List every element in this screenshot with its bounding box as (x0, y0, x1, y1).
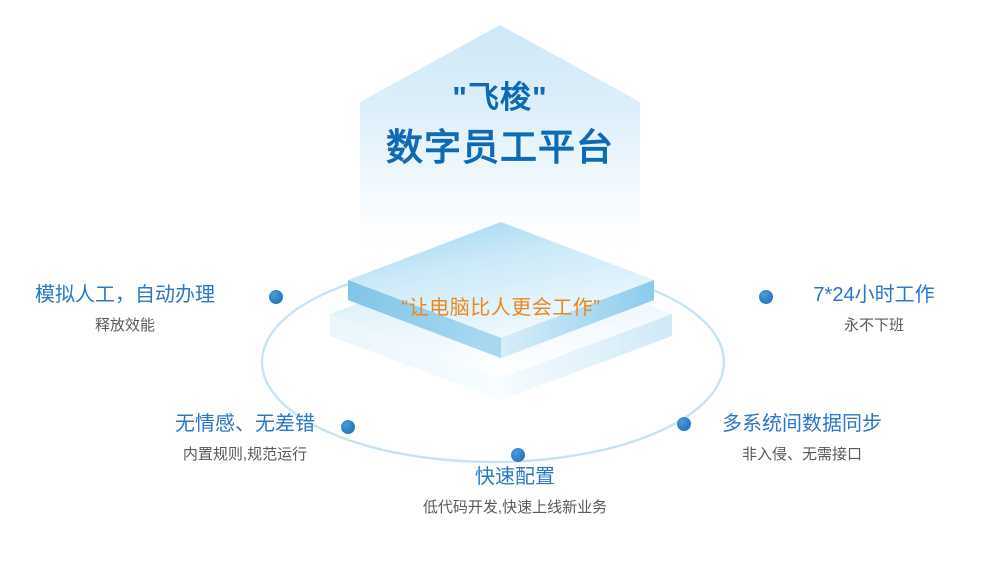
ring-dot-lower-left[interactable] (341, 420, 355, 434)
node-no-emotion-no-error[interactable]: 无情感、无差错 内置规则,规范运行 (120, 412, 370, 465)
node-simulate-manual[interactable]: 模拟人工，自动办理 释放效能 (0, 283, 250, 336)
node-subtitle: 释放效能 (94, 317, 155, 334)
title-line-1: "飞梭" (452, 80, 548, 115)
node-multi-system-sync[interactable]: 多系统间数据同步 非入侵、无需接口 (672, 412, 932, 465)
page-title: "飞梭" 数字员工平台 (340, 78, 660, 171)
node-fast-config[interactable]: 快速配置 低代码开发,快速上线新业务 (360, 465, 670, 518)
node-title: 模拟人工，自动办理 (35, 284, 215, 306)
ring-dot-left[interactable] (269, 290, 283, 304)
ring-dot-right[interactable] (759, 290, 773, 304)
node-always-on[interactable]: 7*24小时工作 永不下班 (762, 283, 986, 336)
ring-dot-bottom[interactable] (511, 448, 525, 462)
node-subtitle: 永不下班 (843, 317, 904, 334)
isometric-plates (316, 222, 686, 408)
node-subtitle: 非入侵、无需接口 (741, 446, 862, 463)
title-line-2: 数字员工平台 (386, 126, 614, 168)
node-title: 多系统间数据同步 (722, 413, 882, 435)
node-subtitle: 低代码开发,快速上线新业务 (422, 499, 608, 516)
node-title: 快速配置 (475, 466, 555, 488)
plate-upper (348, 222, 654, 358)
ring-dot-lower-right[interactable] (677, 417, 691, 431)
node-title: 7*24小时工作 (813, 284, 935, 306)
node-subtitle: 内置规则,规范运行 (182, 446, 308, 463)
plate-quote: “让电脑比人更会工作” (401, 297, 601, 319)
node-title: 无情感、无差错 (175, 413, 315, 435)
